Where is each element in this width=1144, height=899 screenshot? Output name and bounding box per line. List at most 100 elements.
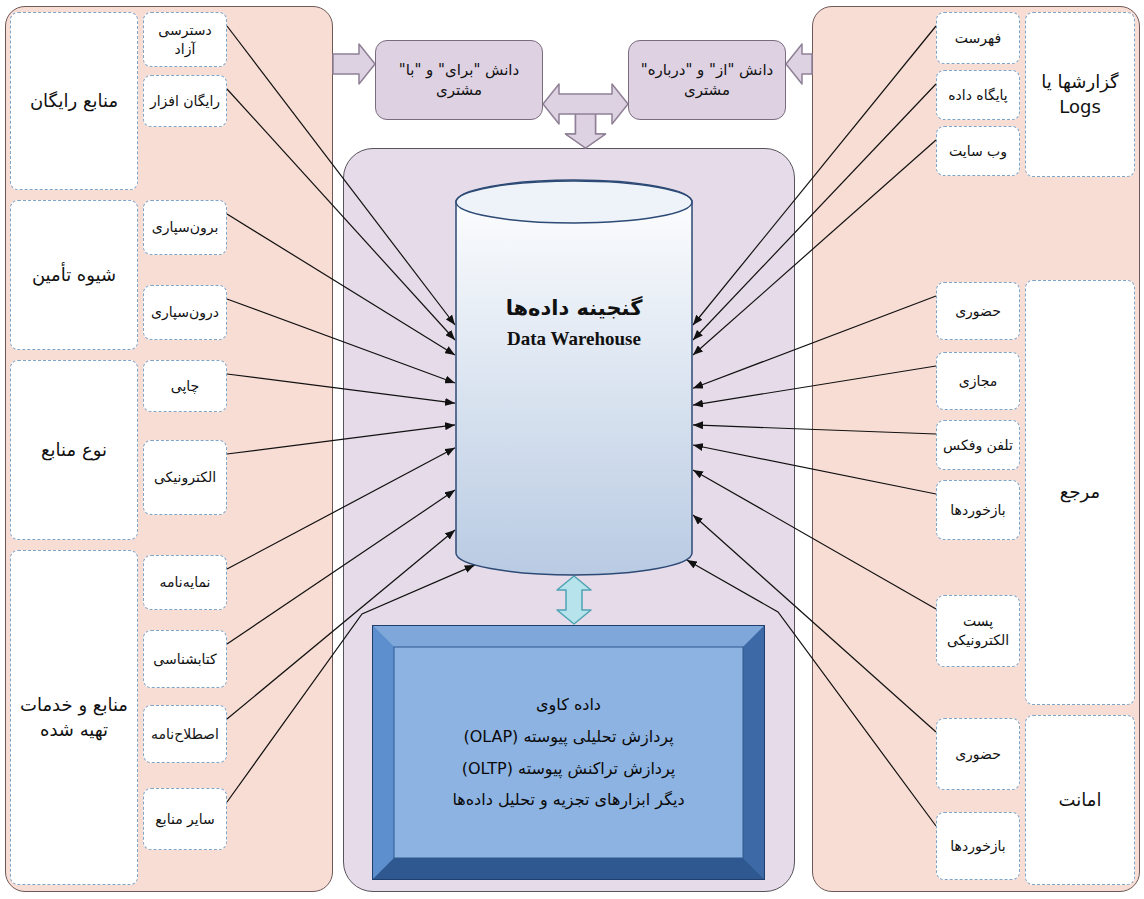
connector-arrow [693,84,936,340]
item-box: تلفن وفکس [936,420,1020,470]
label-text: منابع رایگان [15,89,133,113]
bevel-face [394,647,743,858]
block-arrow [333,44,375,84]
category-box: مرجع [1025,280,1135,705]
connector-arrow [693,470,936,609]
bevel-bottom [373,858,764,879]
label-text: فهرست [941,29,1015,48]
tools-box: داده کاوی پردازش تحلیلی پیوسته (OLAP) پردا… [372,625,765,880]
item-box: حضوری [936,718,1020,790]
warehouse-cylinder: گنجینه داده‌ها Data Warehouse [455,180,693,575]
item-box: پایگاه داده [936,70,1020,120]
label-text: الکترونیکی [148,468,222,487]
label-text: بازخوردها [941,501,1015,520]
label-text: درون‌سپاری [148,303,222,322]
cylinder-body [456,180,692,575]
item-box: کتابشناسی [143,630,227,688]
label-text: شیوه تأمین [15,263,133,287]
label-text: مرجع [1030,480,1130,504]
connector-arrow [693,296,936,388]
connector-arrow [693,140,936,355]
item-box: چاپی [143,360,227,412]
block-arrow [543,84,628,124]
label-text: نوع منابع [15,438,133,462]
item-box: مجازی [936,352,1020,410]
connector-arrow [227,530,455,719]
label-text: نمایه‌نامه [148,573,222,592]
connector-arrow [693,366,936,405]
item-box: وب سایت [936,126,1020,176]
item-box: فهرست [936,12,1020,64]
label-text: کتابشناسی [148,650,222,669]
category-box: منابع رایگان [10,12,138,190]
bevel-shape [372,625,765,880]
cylinder-top [456,181,692,223]
label-text: برون‌سپاری [148,218,222,237]
bevel-top [373,626,764,647]
item-box: سایر منابع [143,788,227,850]
connector-arrow [227,374,455,403]
category-box: نوع منابع [10,360,138,540]
label-text: وب سایت [941,142,1015,161]
label-text: دانش "از" و "درباره" مشتری [635,60,779,101]
label-text: پایگاه داده [941,86,1015,105]
connector-arrow [227,490,455,644]
connector-arrow [693,515,936,732]
item-box: بازخوردها [936,480,1020,540]
bevel-left [373,626,394,879]
connector-arrow [693,26,936,325]
item-box: رایگان افزار [143,75,227,127]
label-text: دیگر ابزارهای تجزیه و تحلیل داده‌ها [402,789,735,811]
label-text: Data Warehouse [467,326,681,352]
item-box: پست الکترونیکی [936,595,1020,667]
bevel-right [743,626,764,879]
label-text: مجازی [941,372,1015,391]
label-text: گزارشها یا Logs [1030,70,1130,119]
item-box: الکترونیکی [143,440,227,515]
item-box: نمایه‌نامه [143,555,227,610]
category-box: امانت [1025,715,1135,885]
category-box: شیوه تأمین [10,200,138,350]
side-panel: منابع رایگان دسترسی آزاد رایگان افزار شیوه … [5,6,333,892]
label-text: پردازش تراکنش پیوسته (OLTP) [402,758,735,780]
label-text: اصطلاح‌نامه [148,725,222,744]
item-box: اصطلاح‌نامه [143,705,227,763]
label-text: دسترسی آزاد [148,21,222,59]
connector-arrow [227,89,455,340]
category-box: گزارشها یا Logs [1025,12,1135,177]
connector-arrow [687,560,936,826]
label-text: داده کاوی [402,694,735,716]
label-text: بازخوردها [941,837,1015,856]
label-text: سایر منابع [148,810,222,829]
item-box: حضوری [936,282,1020,340]
label-text: پردازش تحلیلی پیوسته (OLAP) [402,726,735,748]
connector-arrow [227,214,455,355]
item-box: درون‌سپاری [143,285,227,340]
connector-arrow [693,425,936,434]
connector-arrow [227,425,455,454]
block-arrow [786,44,812,84]
label-text: چاپی [148,377,222,396]
label-text: حضوری [941,745,1015,764]
label-text: منابع و خدمات تهیه شده [15,693,133,742]
label-text: رایگان افزار [148,92,222,111]
label-text: تلفن وفکس [941,436,1015,455]
block-arrow [557,576,591,624]
label-text: امانت [1030,788,1130,812]
item-box: بازخوردها [936,812,1020,880]
connector-arrow [227,26,455,325]
label-text: حضوری [941,302,1015,321]
knowledge-box: دانش "برای" و "با" مشتری [375,40,543,120]
connector-arrow [693,445,936,494]
item-box: دسترسی آزاد [143,12,227,67]
label-text: پست الکترونیکی [941,612,1015,650]
label-text: گنجینه داده‌ها [467,294,681,322]
connector-arrow [227,299,455,383]
category-box: منابع و خدمات تهیه شده [10,550,138,885]
side-panel: گزارشها یا Logs فهرست پایگاه داده وب سایت مر… [812,6,1140,892]
item-box: برون‌سپاری [143,200,227,255]
knowledge-box: دانش "از" و "درباره" مشتری [628,40,786,120]
label-text: دانش "برای" و "با" مشتری [382,60,536,101]
connector-arrow [227,448,455,569]
